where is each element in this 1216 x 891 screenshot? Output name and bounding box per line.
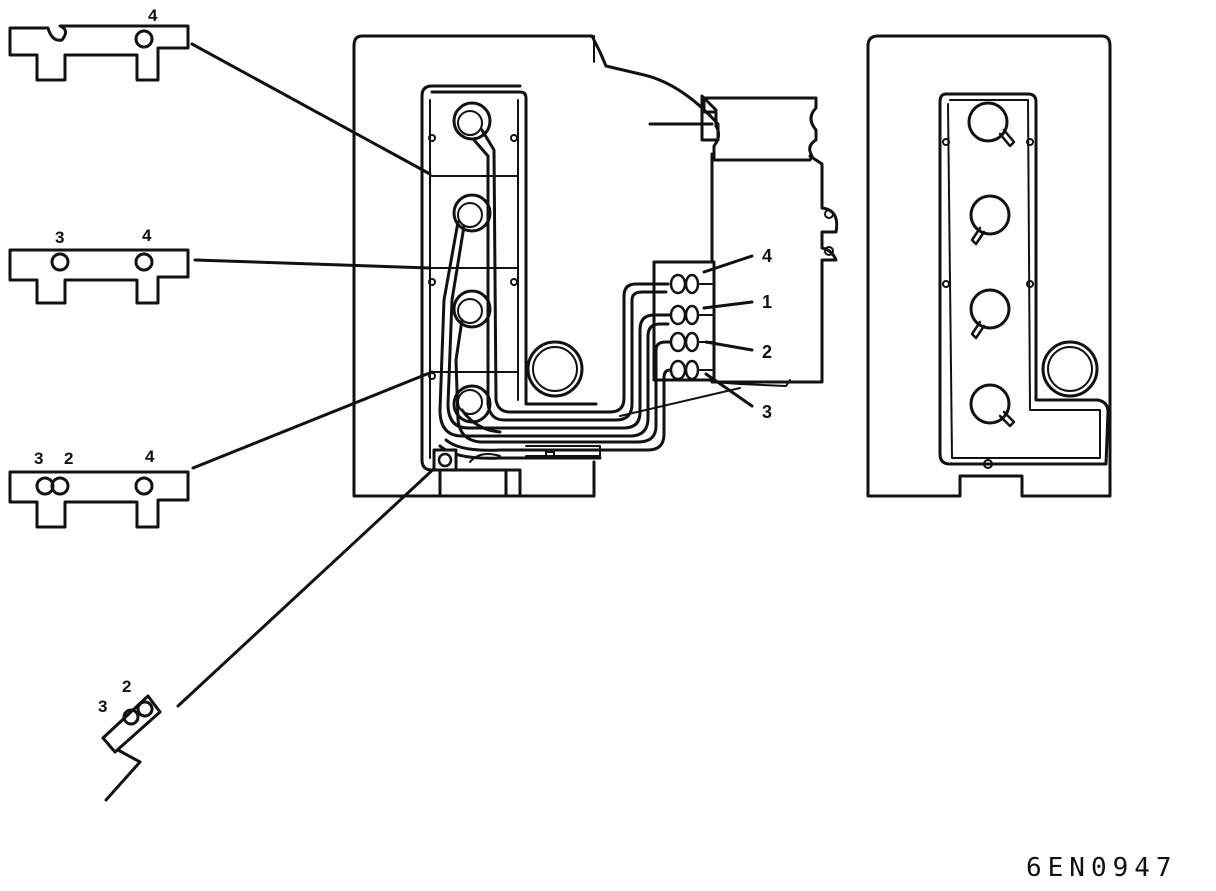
engine-head-left: [352, 34, 720, 498]
clamp-d-label-1: 3: [98, 697, 107, 716]
clamp-a-label-1: 4: [148, 6, 158, 25]
coil-terminal-block: [652, 260, 716, 382]
harness-bracket: [432, 448, 458, 472]
clamp-c-label-3: 4: [145, 447, 155, 466]
reference-code: 6EN0947: [1026, 853, 1178, 883]
clamp-b-label-1: 3: [55, 228, 64, 247]
clamp-c: 3 2 4: [8, 447, 190, 529]
clamp-b-label-2: 4: [142, 226, 152, 245]
ignition-cables: [438, 128, 741, 460]
clamp-d: 3 2: [98, 677, 162, 802]
clamp-d-label-2: 2: [122, 677, 131, 696]
engine-head-right: [866, 34, 1112, 498]
connector-leaders: 4 1 2 3: [702, 246, 772, 422]
clamp-b: 3 4: [8, 226, 190, 305]
clamp-a: 4: [8, 6, 190, 82]
clamp-leader-lines: [176, 42, 454, 708]
connector-label-1: 1: [762, 292, 772, 312]
connector-label-2: 2: [762, 342, 772, 362]
ignition-coil-housing: [648, 96, 839, 387]
connector-label-3: 3: [762, 402, 772, 422]
connector-label-4: 4: [762, 246, 772, 266]
clamp-c-label-2: 2: [64, 449, 73, 468]
clamp-c-label-1: 3: [34, 449, 43, 468]
